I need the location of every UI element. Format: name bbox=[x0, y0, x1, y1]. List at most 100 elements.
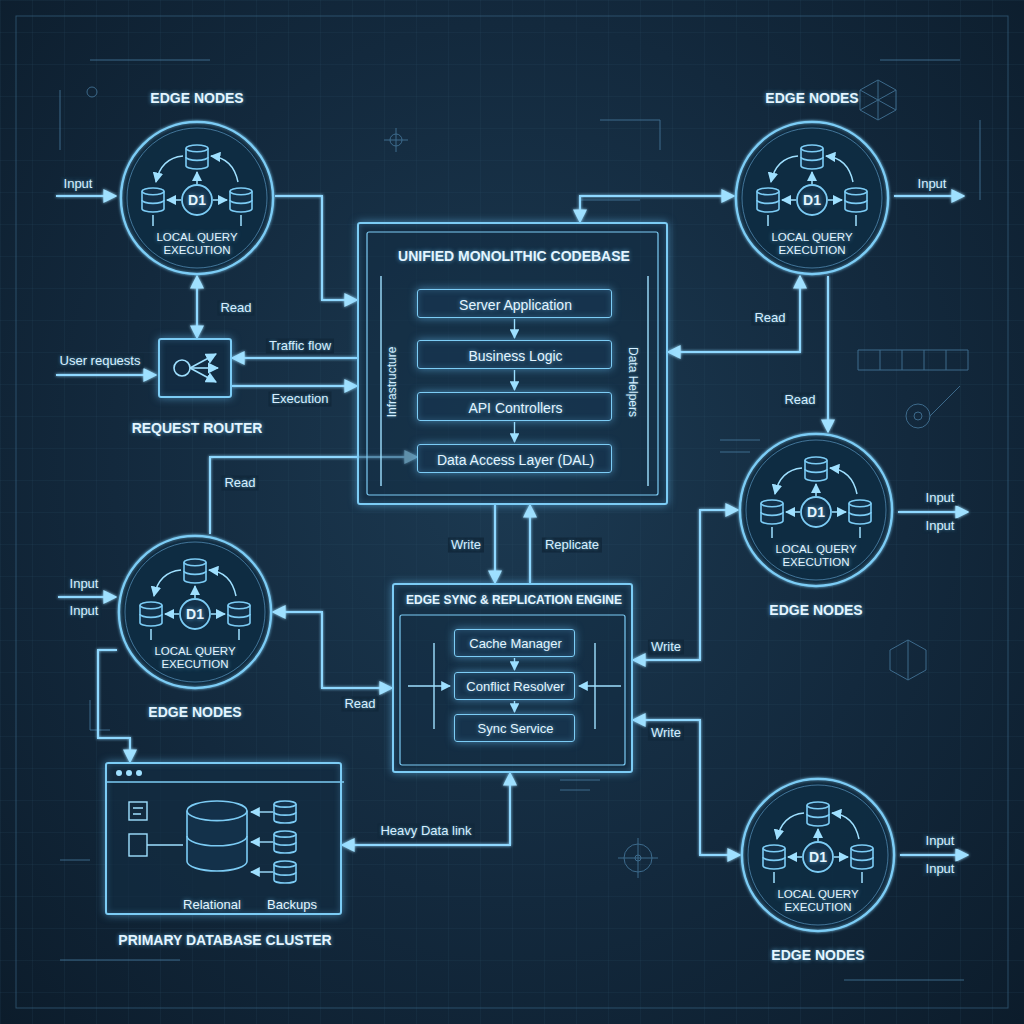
drawn-path bbox=[60, 60, 980, 980]
drawn-path bbox=[186, 157, 208, 160]
drawn-path bbox=[251, 841, 273, 842]
drawn-circle bbox=[136, 770, 142, 776]
connector bbox=[633, 510, 738, 660]
drawn-path bbox=[858, 350, 968, 370]
drawn-path bbox=[167, 199, 181, 201]
drawn-path bbox=[211, 613, 225, 615]
drawn-ellipse bbox=[761, 500, 783, 507]
drawn-path bbox=[514, 701, 515, 712]
drawn-path bbox=[187, 836, 247, 846]
node-heading: EDGE NODES bbox=[771, 947, 864, 963]
database-icon bbox=[845, 188, 867, 212]
drawn-path bbox=[156, 156, 183, 182]
database-icon bbox=[807, 802, 829, 826]
drawn-path bbox=[580, 120, 660, 200]
drawn-path bbox=[786, 511, 800, 513]
drawn-circle bbox=[914, 412, 922, 420]
node-heading: EDGE NODES bbox=[148, 704, 241, 720]
drawn-path bbox=[408, 685, 450, 686]
io-label: Input bbox=[915, 177, 950, 192]
database-icon bbox=[761, 500, 783, 524]
drawn-path bbox=[274, 842, 296, 845]
drawn-circle bbox=[125, 542, 265, 682]
database-icon bbox=[186, 145, 208, 169]
component-box: Cache Manager bbox=[454, 629, 575, 657]
drawn-ellipse bbox=[187, 801, 247, 821]
drawn-path bbox=[845, 200, 867, 203]
drawn-circle bbox=[797, 185, 827, 215]
connector bbox=[342, 773, 510, 845]
connector bbox=[494, 505, 496, 583]
drawn-g bbox=[774, 813, 862, 883]
drawn-path bbox=[190, 367, 218, 369]
connector bbox=[232, 357, 357, 359]
drawn-path bbox=[832, 813, 859, 839]
drawn-ellipse bbox=[801, 145, 823, 152]
connector bbox=[580, 196, 734, 222]
drawn-path bbox=[165, 613, 179, 615]
drawn-path bbox=[228, 614, 250, 617]
node-heading: EDGE NODES bbox=[150, 90, 243, 106]
drawn-rect bbox=[400, 615, 625, 765]
drawn-ellipse bbox=[228, 602, 250, 609]
drawn-path bbox=[140, 614, 162, 617]
drawn-path bbox=[930, 386, 960, 416]
component-box: Server Application bbox=[417, 289, 612, 318]
io-label: Input bbox=[923, 519, 958, 534]
node-text: LOCAL QUERY EXECUTION bbox=[757, 231, 867, 257]
io-label: Input bbox=[67, 577, 102, 592]
node-text: Relational bbox=[183, 898, 241, 913]
drawn-circle bbox=[740, 434, 892, 586]
database-icon bbox=[274, 801, 296, 823]
drawn-rect bbox=[16, 16, 1008, 1008]
database-icon bbox=[274, 831, 296, 853]
io-label: Input bbox=[61, 177, 96, 192]
drawn-path bbox=[151, 629, 239, 640]
drawn-ellipse bbox=[851, 845, 873, 852]
database-icon bbox=[805, 457, 827, 481]
drawn-path bbox=[154, 570, 181, 596]
component-box: Conflict Resolver bbox=[454, 672, 575, 700]
drawn-path bbox=[817, 829, 819, 841]
drawn-path bbox=[56, 374, 156, 376]
drawn-g bbox=[772, 468, 860, 538]
drawn-path bbox=[251, 811, 273, 812]
drawn-g bbox=[56, 196, 968, 855]
drawn-circle bbox=[174, 360, 190, 376]
node-heading: D1 bbox=[803, 192, 821, 208]
drawn-ellipse bbox=[230, 188, 252, 195]
drawn-g bbox=[60, 60, 980, 980]
drawn-circle bbox=[801, 497, 831, 527]
node-heading: D1 bbox=[809, 849, 827, 865]
drawn-g bbox=[381, 276, 648, 486]
drawn-path bbox=[832, 511, 846, 513]
drawn-ellipse bbox=[274, 801, 296, 807]
drawn-path bbox=[900, 854, 968, 856]
drawn-path bbox=[774, 872, 862, 883]
drawn-path bbox=[107, 781, 344, 782]
drawn-path bbox=[381, 276, 648, 486]
io-label: Input bbox=[923, 862, 958, 877]
drawn-path bbox=[514, 319, 515, 338]
drawn-path bbox=[775, 468, 802, 494]
drawn-path bbox=[153, 215, 241, 226]
node-text: LOCAL QUERY EXECUTION bbox=[761, 543, 871, 569]
drawn-ellipse bbox=[805, 457, 827, 464]
drawn-ellipse bbox=[763, 845, 785, 852]
drawn-ellipse bbox=[274, 861, 296, 867]
edge-node: D1LOCAL QUERY EXECUTIONEDGE NODES bbox=[117, 534, 273, 690]
drawn-path bbox=[384, 128, 408, 152]
connector-label: Write bbox=[448, 538, 484, 553]
connector bbox=[196, 276, 198, 338]
drawn-g bbox=[408, 643, 621, 729]
node-heading: PRIMARY DATABASE CLUSTER bbox=[118, 932, 331, 948]
drawn-g bbox=[153, 156, 241, 226]
drawn-path bbox=[805, 469, 827, 472]
connector-label: Execution bbox=[268, 392, 331, 407]
database-icon bbox=[228, 602, 250, 626]
drawn-g bbox=[768, 156, 856, 226]
edge-node: EDGE NODESD1LOCAL QUERY EXECUTION bbox=[119, 120, 275, 276]
router-box: REQUEST ROUTER bbox=[158, 338, 232, 398]
connector bbox=[668, 276, 800, 352]
